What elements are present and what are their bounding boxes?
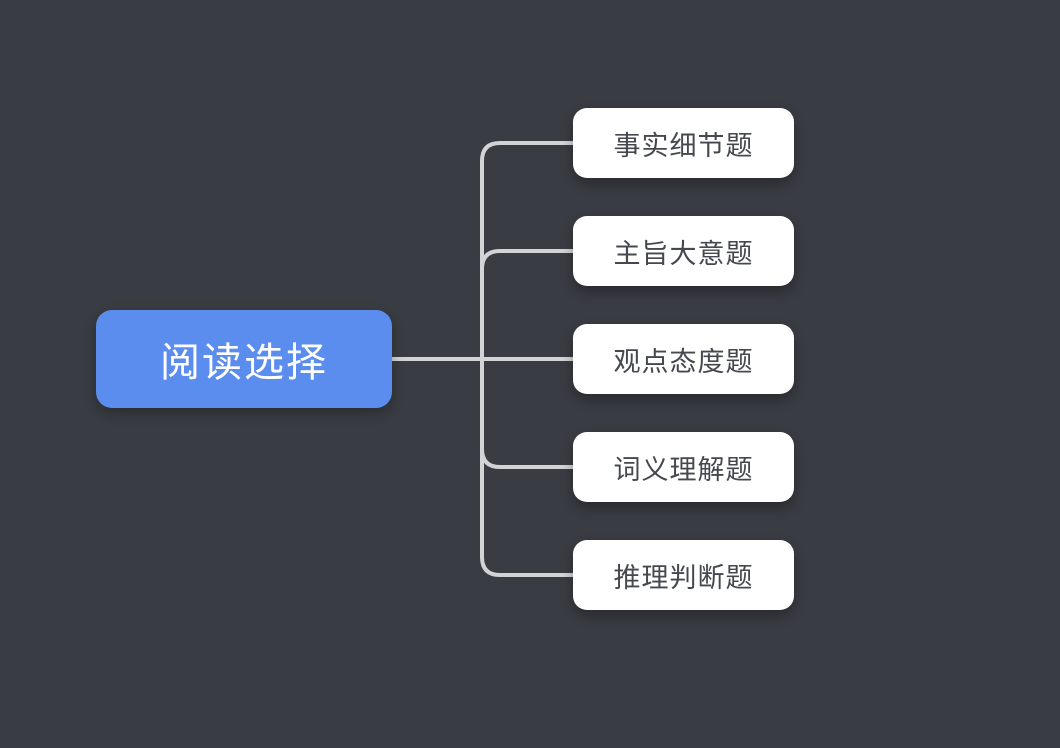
root-node[interactable]: 阅读选择	[96, 310, 392, 408]
child-node-label: 主旨大意题	[613, 238, 754, 269]
child-node-inference-judgment[interactable]: 推理判断题	[573, 540, 794, 610]
connector-branch-4	[480, 357, 575, 469]
child-node-label: 推理判断题	[613, 562, 754, 593]
connector-branch-1	[480, 141, 575, 361]
child-node-label: 词义理解题	[613, 454, 754, 485]
child-node-factual-detail[interactable]: 事实细节题	[573, 108, 794, 178]
child-node-label: 事实细节题	[613, 130, 754, 161]
root-node-label: 阅读选择	[160, 341, 328, 385]
child-node-word-meaning[interactable]: 词义理解题	[573, 432, 794, 502]
connector-branch-2	[480, 249, 575, 361]
child-node-label: 观点态度题	[613, 346, 754, 377]
child-node-main-idea[interactable]: 主旨大意题	[573, 216, 794, 286]
child-node-viewpoint-attitude[interactable]: 观点态度题	[573, 324, 794, 394]
connector-branch-5	[480, 357, 575, 577]
